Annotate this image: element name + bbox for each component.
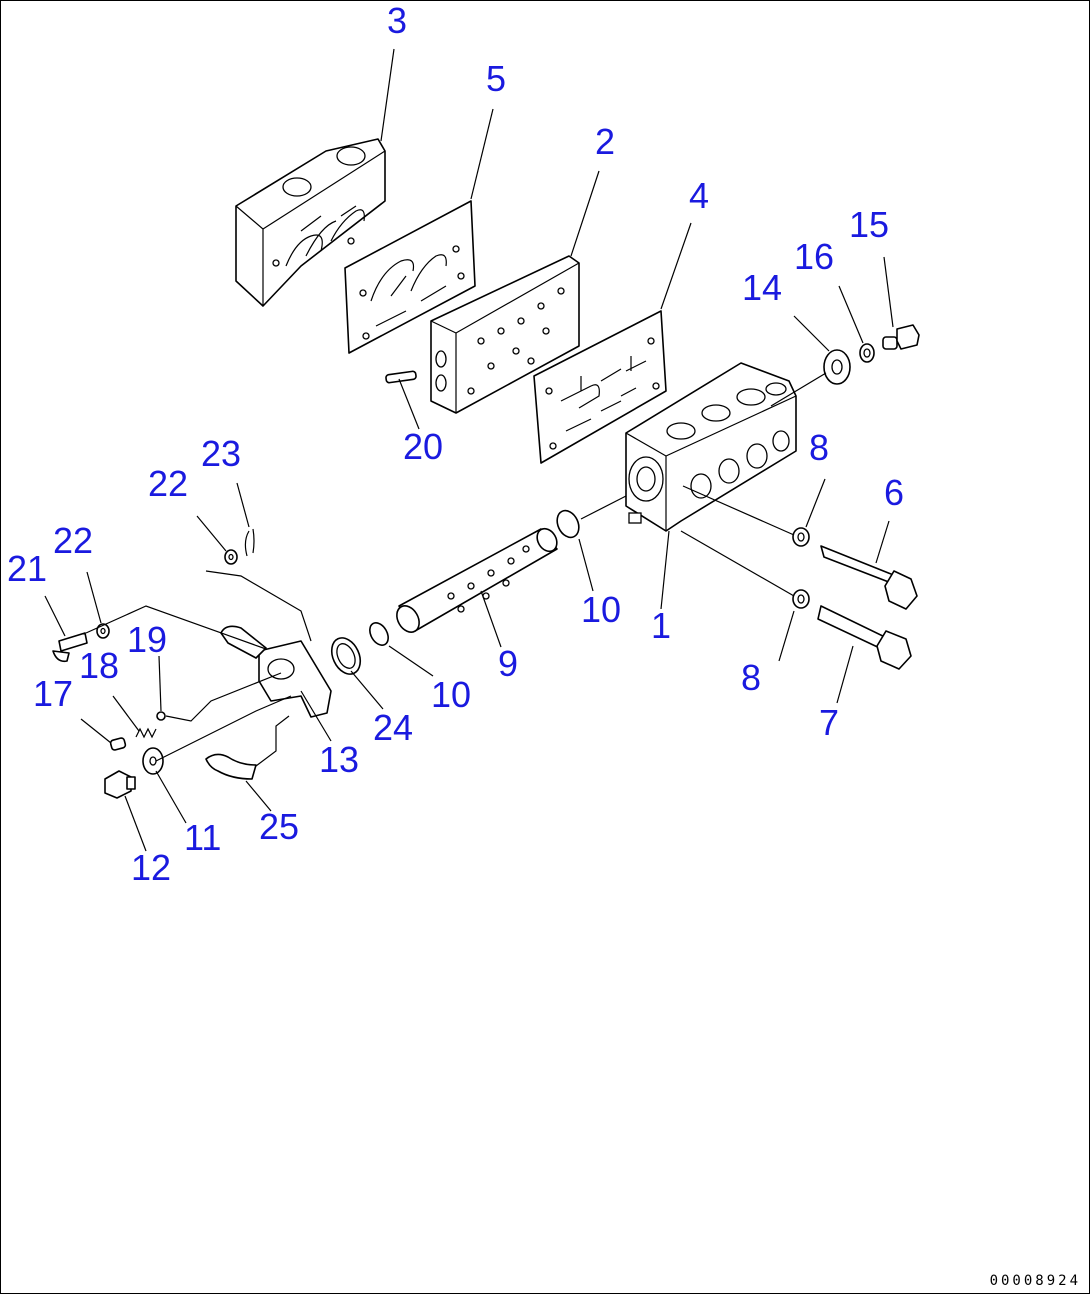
callout-7: 7: [819, 702, 840, 743]
callout-25: 25: [259, 806, 300, 847]
callout-2: 2: [595, 121, 616, 162]
callout-24: 24: [373, 707, 414, 748]
part-25-lever: [205, 753, 257, 780]
callout-6: 6: [884, 472, 905, 513]
part-7-bolt: [817, 605, 912, 670]
part-21-bolt: [52, 632, 88, 663]
callout-23: 23: [201, 433, 242, 474]
part-2-plate: [430, 255, 580, 414]
part-22-washer-top: [224, 549, 238, 565]
part-11-washer: [142, 747, 164, 775]
callout-22-top: 22: [148, 463, 189, 504]
callout-3: 3: [387, 0, 408, 41]
assembly-lines: [85, 372, 827, 767]
part-18-spring: [135, 727, 157, 739]
part-13-detent-housing: [220, 625, 332, 718]
part-1-valve-body: [625, 362, 797, 532]
callout-10-right: 10: [581, 589, 622, 630]
part-15-plug: [882, 324, 920, 350]
callout-11: 11: [184, 817, 222, 858]
callout-1: 1: [651, 605, 672, 646]
callout-12: 12: [131, 847, 172, 888]
callout-13: 13: [319, 739, 360, 780]
callout-21: 21: [7, 548, 48, 589]
part-24-seal: [330, 637, 362, 675]
part-14-washer: [823, 349, 851, 385]
callout-5: 5: [486, 58, 507, 99]
part-4-gasket: [533, 310, 667, 464]
callout-leaders: [44, 48, 894, 852]
part-8-washer-upper: [792, 527, 810, 547]
callout-16: 16: [794, 236, 835, 277]
callout-4: 4: [689, 175, 710, 216]
part-22-washer-left: [96, 623, 110, 639]
callout-22-left: 22: [53, 520, 94, 561]
part-10-oring-left: [369, 622, 389, 646]
callout-17: 17: [33, 673, 74, 714]
part-17-plug: [109, 737, 127, 751]
part-5-gasket: [344, 200, 476, 354]
callout-8-upper: 8: [809, 427, 830, 468]
part-6-bolt: [820, 545, 918, 610]
part-9-spool: [396, 527, 558, 633]
callout-10-left: 10: [431, 674, 472, 715]
callout-15: 15: [849, 204, 890, 245]
callout-18: 18: [79, 645, 120, 686]
callout-14: 14: [742, 267, 783, 308]
part-10-oring-right: [556, 509, 580, 539]
callout-20: 20: [403, 426, 444, 467]
callout-19: 19: [127, 619, 168, 660]
callout-8-lower: 8: [741, 657, 762, 698]
drawing-number: 00008924: [989, 1273, 1081, 1289]
part-3-cover: [235, 138, 386, 307]
part-16-washer: [859, 343, 875, 363]
part-8-washer-lower: [792, 589, 810, 609]
part-23-clip: [244, 528, 255, 557]
part-20-pin: [385, 370, 417, 384]
part-19-ball: [156, 711, 166, 721]
callout-9: 9: [498, 643, 519, 684]
part-12-plug: [104, 770, 136, 799]
